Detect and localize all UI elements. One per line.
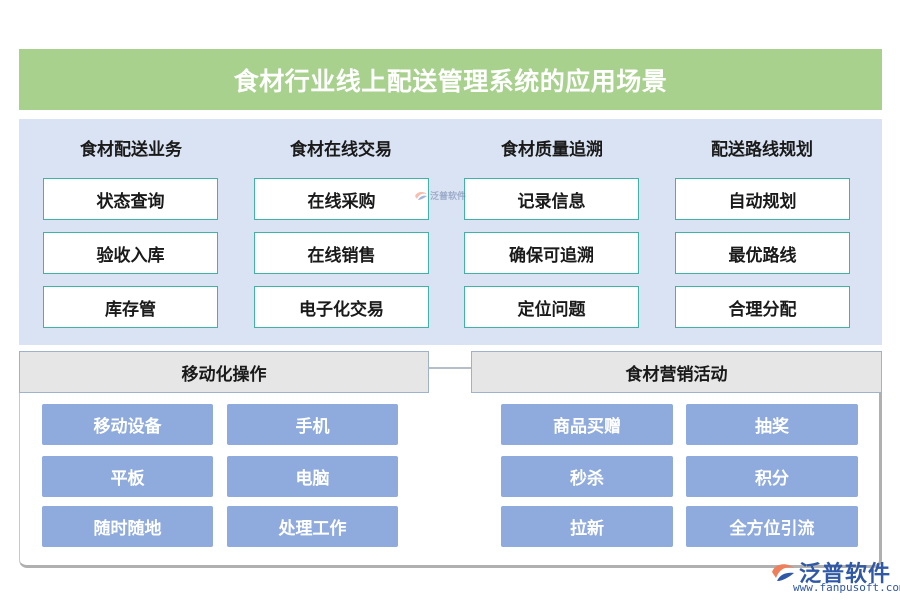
logo-name: 泛普软件 [799, 562, 892, 587]
group-item-box: 手机 [227, 404, 398, 445]
item-box: 验收入库 [43, 232, 218, 274]
item-box: 最优路线 [675, 232, 850, 274]
group-item-box: 全方位引流 [686, 506, 858, 547]
item-box: 电子化交易 [254, 286, 429, 328]
item-box: 库存管 [43, 286, 218, 328]
item-box: 记录信息 [464, 178, 639, 220]
item-box: 状态查询 [43, 178, 218, 220]
column-heading-delivery: 食材配送业务 [80, 140, 182, 160]
brand-logo: 泛普软件 [770, 556, 891, 588]
group-heading-marketing: 食材营销活动 [471, 351, 882, 393]
group-item-box: 拉新 [501, 506, 673, 547]
group-item-box: 积分 [686, 456, 858, 497]
watermark-logo-icon [415, 191, 427, 200]
item-box: 自动规划 [675, 178, 850, 220]
group-item-box: 抽奖 [686, 404, 858, 445]
column-heading-traceability: 食材质量追溯 [501, 140, 603, 160]
group-item-box: 秒杀 [501, 456, 673, 497]
group-connector [428, 367, 471, 369]
column-heading-trading: 食材在线交易 [290, 140, 392, 160]
group-item-box: 处理工作 [227, 506, 398, 547]
group-heading-mobile: 移动化操作 [19, 351, 429, 393]
item-box: 合理分配 [675, 286, 850, 328]
item-box: 在线采购 [254, 178, 429, 220]
title-banner: 食材行业线上配送管理系统的应用场景 [19, 49, 882, 110]
group-item-box: 移动设备 [42, 404, 213, 445]
page-title: 食材行业线上配送管理系统的应用场景 [233, 66, 668, 96]
watermark-text: 泛普软件 [430, 192, 467, 202]
logo-url: www.fanpusoft.com [793, 581, 900, 594]
watermark: 泛普软件 [414, 189, 466, 202]
item-box: 定位问题 [464, 286, 639, 328]
column-heading-route: 配送路线规划 [711, 140, 813, 160]
item-box: 在线销售 [254, 232, 429, 274]
item-box: 确保可追溯 [464, 232, 639, 274]
lower-frame [19, 352, 882, 568]
group-item-box: 电脑 [227, 456, 398, 497]
group-item-box: 商品买赠 [501, 404, 673, 445]
fanpu-logo-icon [772, 564, 794, 581]
group-item-box: 随时随地 [42, 506, 213, 547]
group-item-box: 平板 [42, 456, 213, 497]
